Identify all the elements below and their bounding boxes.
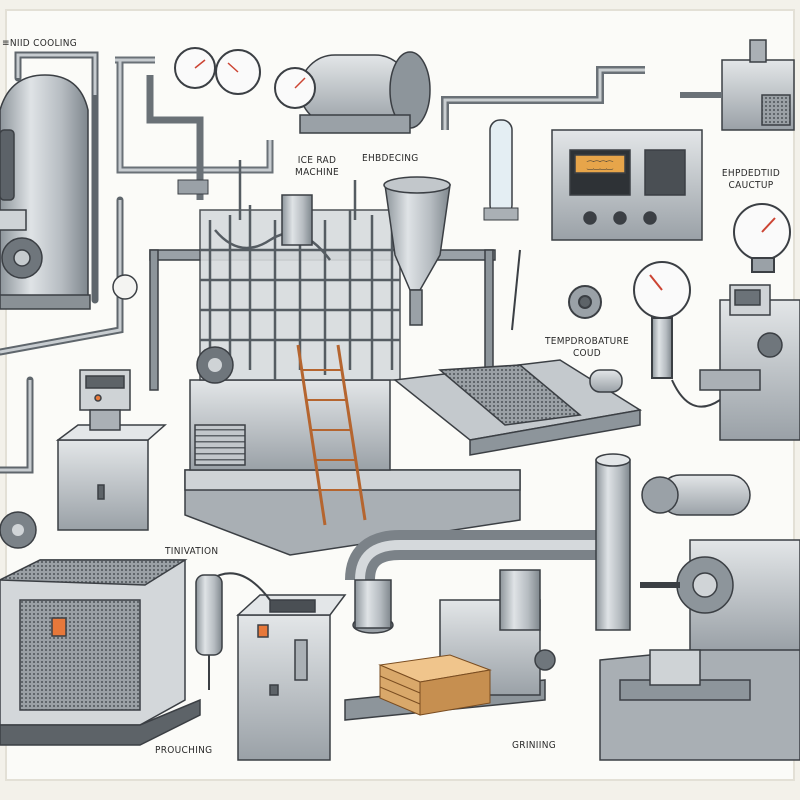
control-cabinet: [55, 369, 167, 531]
central-pipework: [200, 160, 400, 380]
power-supply-cabinet: [195, 572, 347, 761]
ladder: [296, 344, 367, 526]
conveyor-table: [393, 359, 643, 456]
label-temperature-line2: COUD: [572, 348, 602, 359]
gauge-manifold: [115, 47, 274, 200]
label-embedding: EHBDECING: [362, 153, 419, 164]
label-temperature-line1: TEMPDROBATURE: [544, 336, 630, 347]
compact-cooling-unit: [680, 39, 795, 131]
grinding-machine: [344, 530, 600, 721]
label-producing: PROUCHING: [155, 745, 213, 756]
label-right-top: EHPDEDTIID CAUCTUP: [706, 168, 796, 192]
label-temperature: TEMPDROBATURE COUD: [538, 336, 636, 360]
funnel-hopper: [281, 176, 451, 326]
test-tube: [441, 66, 645, 331]
ice-machine: [274, 51, 431, 134]
label-cooling: ≡NIID COOLING: [2, 38, 78, 49]
thermometer-gauge: [568, 203, 791, 408]
label-right-top-line2: CAUCTUP: [728, 180, 774, 191]
inspection-machine: [699, 284, 800, 441]
label-ice-machine: ICE RAD MACHINE: [286, 155, 348, 179]
condenser-unit: [0, 559, 201, 746]
controller-display-text: ⁐⁐⁐⁐: [586, 160, 613, 170]
label-grinding: GRINIING: [512, 740, 557, 751]
digital-controller: [551, 129, 703, 241]
label-right-top-line1: EHPDEDTIID: [721, 168, 781, 179]
cooling-tank: [0, 74, 91, 310]
wood-blocks: [378, 654, 492, 716]
lathe-machine: [599, 474, 800, 761]
label-ice-machine-line2: MACHINE: [295, 167, 339, 178]
label-ice-machine-line1: ICE RAD: [297, 155, 337, 166]
label-tinivation: TINIVATION: [165, 546, 219, 557]
pressure-gauge-icon: [112, 274, 138, 300]
control-wheel: [196, 346, 234, 384]
vertical-column-pipe: [595, 453, 631, 631]
